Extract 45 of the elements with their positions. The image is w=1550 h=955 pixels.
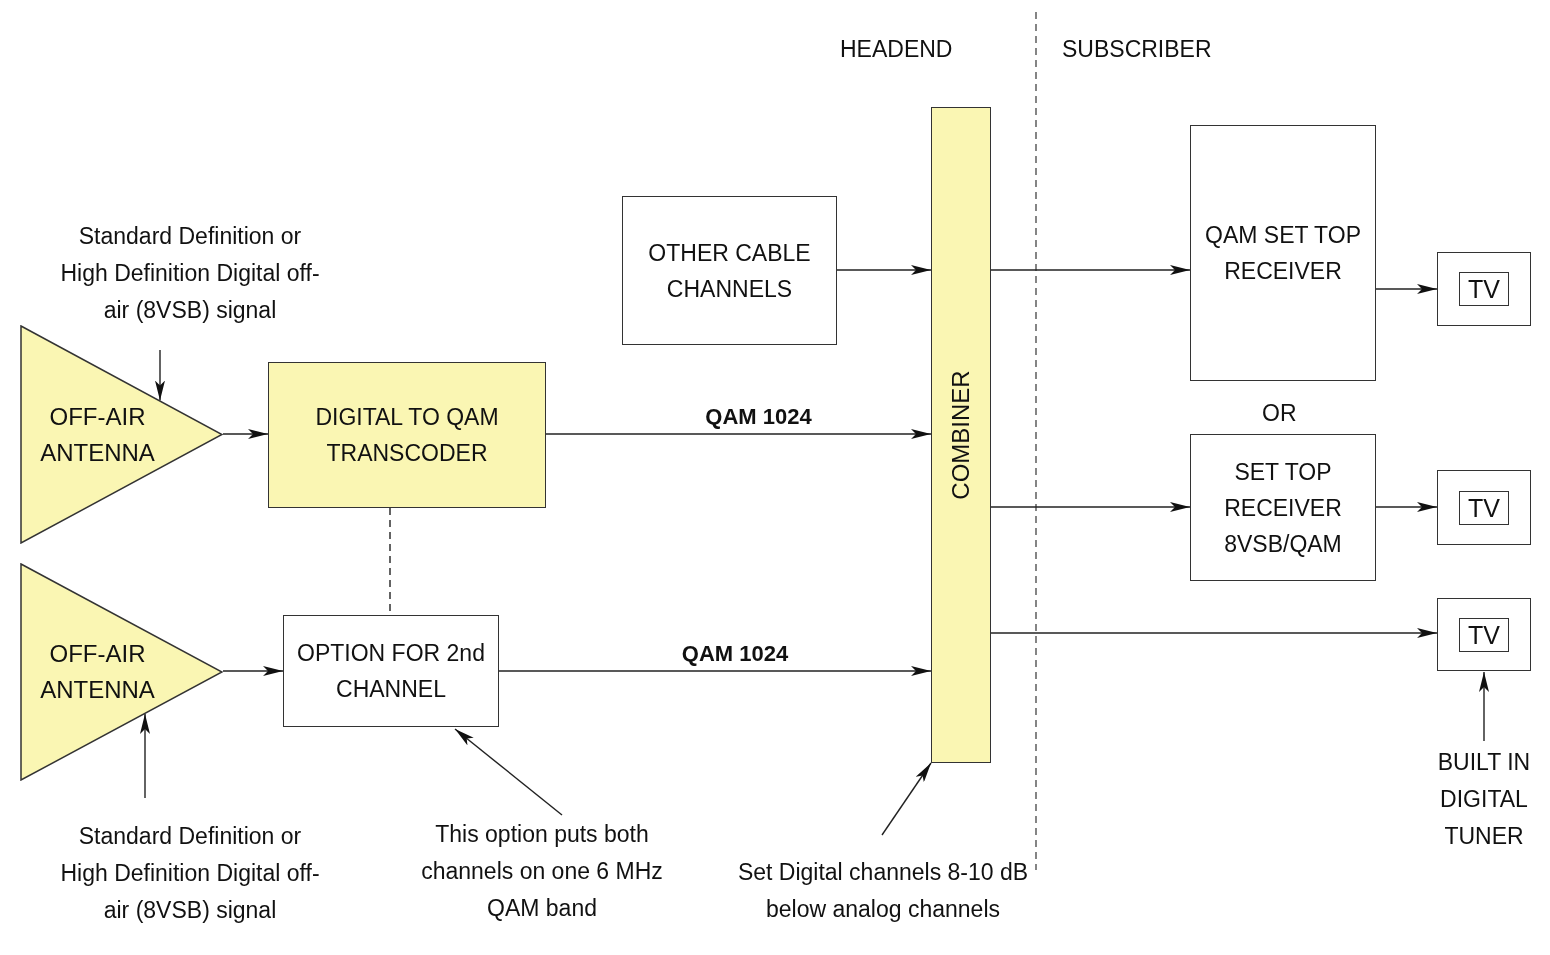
process-box	[1190, 434, 1376, 581]
annotation-text: Standard Definition or High Definition Digital off-air (8VSB) signal	[59, 821, 321, 925]
arrow	[881, 762, 932, 836]
process-box	[283, 615, 499, 727]
process-box	[622, 196, 837, 345]
node-label: SET TOP RECEIVER 8VSB/QAM	[1223, 457, 1343, 559]
annotation-text: Set Digital channels 8-10 dB below analog channels	[736, 858, 1030, 924]
antenna-triangle	[20, 563, 223, 781]
alternative-label: OR	[1262, 400, 1297, 427]
arrow	[498, 666, 932, 676]
arrow	[454, 728, 563, 816]
arrow	[990, 628, 1438, 638]
arrow	[1375, 284, 1438, 294]
tv-label: TV	[1459, 617, 1509, 652]
annotation-text: BUILT IN DIGITAL TUNER	[1436, 747, 1532, 851]
arrow	[545, 429, 932, 439]
arrow	[1375, 502, 1438, 512]
arrow	[1479, 671, 1489, 742]
tv-label: TV	[1459, 490, 1509, 525]
node-label: QAM SET TOP RECEIVER	[1204, 221, 1362, 286]
annotation-text: Standard Definition or High Definition Digital off-air (8VSB) signal	[59, 221, 321, 325]
node-label: OPTION FOR 2nd CHANNEL	[296, 639, 486, 704]
process-box	[268, 362, 546, 508]
antenna-triangle	[20, 325, 223, 544]
arrow	[990, 265, 1191, 275]
section-heading: SUBSCRIBER	[1062, 36, 1212, 63]
process-box	[1190, 125, 1376, 381]
annotation-text: This option puts both channels on one 6 MHz QAM band	[420, 819, 664, 923]
node-label: OFF-AIR ANTENNA	[39, 401, 156, 468]
tv-box	[1437, 598, 1531, 671]
node-label: COMBINER	[946, 370, 975, 500]
arrow	[222, 666, 284, 676]
node-label: OFF-AIR ANTENNA	[39, 639, 156, 705]
combiner-bar	[931, 107, 991, 763]
arrow	[222, 429, 269, 439]
node-label: OTHER CABLE CHANNELS	[647, 238, 812, 304]
arrow	[155, 349, 165, 402]
section-heading: HEADEND	[840, 36, 953, 63]
tv-label: TV	[1459, 272, 1509, 306]
arrow	[836, 265, 932, 275]
tv-box	[1437, 470, 1531, 545]
arrow	[140, 713, 150, 799]
tv-box	[1437, 252, 1531, 326]
node-label: DIGITAL TO QAM TRANSCODER	[314, 403, 500, 468]
arrow	[990, 502, 1191, 512]
